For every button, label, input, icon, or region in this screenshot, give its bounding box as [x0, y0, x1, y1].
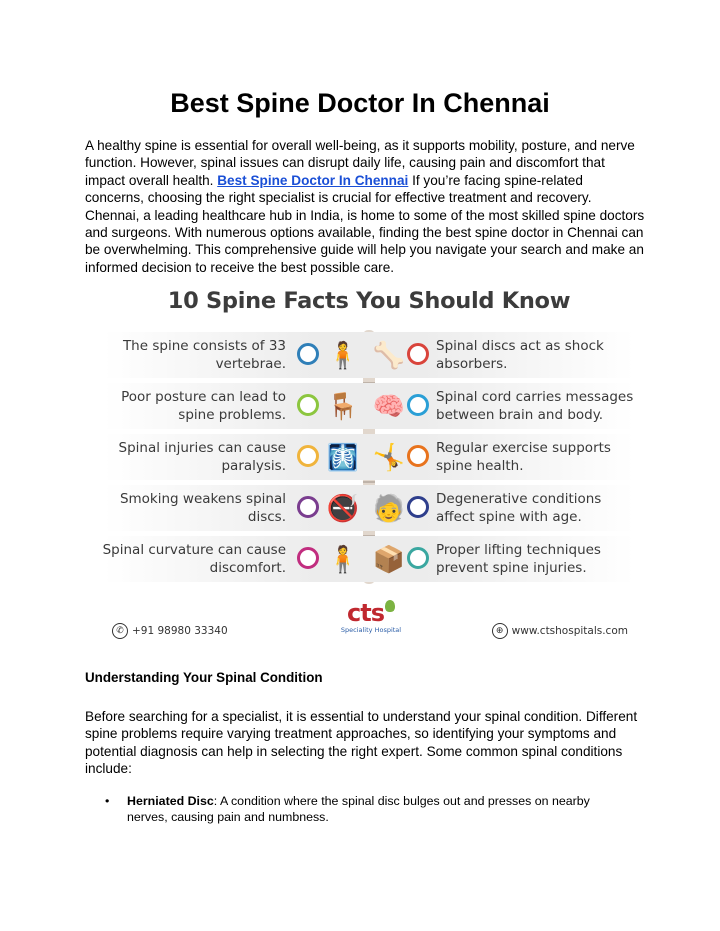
fact-left-text: Spinal injuries can cause paralysis. — [118, 440, 286, 474]
fact-ring-icon — [297, 343, 319, 365]
spine-injury-icon: 🩻 — [326, 441, 360, 472]
phone-icon: ✆ — [112, 623, 128, 639]
section-heading: Understanding Your Spinal Condition — [85, 670, 323, 685]
section-paragraph: Before searching for a specialist, it is… — [85, 709, 638, 777]
fact-row: Smoking weakens spinal discs. 🚭 🧓 Degenerat… — [104, 483, 634, 535]
desk-posture-icon: 🪑 — [326, 390, 360, 421]
no-smoking-icon: 🚭 — [326, 492, 360, 523]
fact-row-band — [104, 332, 634, 378]
fact-row: The spine consists of 33 vertebrae. 🧍 🦴 Spi… — [104, 330, 634, 382]
fact-ring-icon — [407, 547, 429, 569]
fact-row: Spinal injuries can cause paralysis. 🩻 🤸 Re… — [104, 432, 634, 484]
tree-icon — [384, 600, 395, 612]
fact-right-text: Degenerative conditions affect spine wit… — [436, 491, 602, 525]
bullet-term: Herniated Disc — [127, 794, 214, 808]
fact-ring-icon — [407, 343, 429, 365]
page-title: Best Spine Doctor In Chennai — [170, 88, 550, 118]
fact-row-band — [104, 383, 634, 429]
fact-ring-icon — [407, 394, 429, 416]
fact-row: Spinal curvature can cause discomfort. 🧍 📦… — [103, 534, 634, 586]
fact-right-text: Spinal cord carries messages between bra… — [436, 389, 634, 423]
phone-number: +91 98980 33340 — [132, 625, 228, 637]
fact-ring-icon — [297, 445, 319, 467]
fact-right-text: Spinal discs act as shock absorbers. — [436, 338, 604, 372]
person-back-pain-icon: 🧍 — [326, 339, 360, 370]
phone-contact: ✆ +91 98980 33340 — [112, 623, 228, 639]
infographic-title: 10 Spine Facts You Should Know — [167, 288, 571, 314]
intro-text-end: If you’re facing spine-related concerns,… — [85, 172, 645, 275]
fact-left-text: The spine consists of 33 vertebrae. — [122, 338, 286, 372]
fact-ring-icon — [297, 547, 319, 569]
fact-right-text: Proper lifting techniques prevent spine … — [436, 542, 601, 576]
fact-ring-icon — [407, 496, 429, 518]
fact-ring-icon — [297, 496, 319, 518]
lifting-box-icon: 📦 — [372, 543, 406, 574]
nervous-system-icon: 🧠 — [372, 390, 406, 421]
website-url: www.ctshospitals.com — [511, 625, 628, 637]
fact-row-band — [104, 485, 634, 531]
globe-icon: ⊕ — [491, 623, 508, 639]
fact-ring-icon — [297, 394, 319, 416]
website-contact: ⊕www.ctshospitals.com — [491, 623, 628, 639]
exercise-icon: 🤸 — [372, 441, 406, 472]
fact-right-text: Regular exercise supports spine health. — [436, 440, 611, 474]
intro-text-start: A healthy spine is essential for overall… — [85, 138, 635, 188]
best-spine-doctor-link[interactable]: Best Spine Doctor In Chennai — [217, 172, 409, 188]
aging-spine-icon: 🧓 — [372, 492, 406, 523]
curved-spine-icon: 🧍 — [326, 543, 360, 574]
logo-subtitle: Speciality Hospital — [340, 626, 402, 634]
cts-logo: cts Speciality Hospital — [336, 600, 406, 634]
logo-text: cts — [347, 599, 385, 627]
fact-left-text: Smoking weakens spinal discs. — [119, 491, 286, 525]
fact-row-band — [104, 434, 634, 480]
infographic-footer: ✆ +91 98980 33340 cts Speciality Hospital… — [104, 600, 634, 646]
fact-ring-icon — [407, 445, 429, 467]
bullet-icon: • — [105, 794, 110, 808]
fact-left-text: Spinal curvature can cause discomfort. — [102, 542, 286, 576]
vertebrae-icon: 🦴 — [372, 339, 406, 370]
intro-paragraph: A healthy spine is essential for overall… — [85, 137, 645, 276]
fact-left-text: Poor posture can lead to spine problems. — [121, 389, 286, 423]
fact-row-band — [104, 536, 634, 582]
fact-row: Poor posture can lead to spine problems.… — [104, 381, 634, 433]
spine-facts-infographic: 10 Spine Facts You Should Know The spine… — [103, 288, 634, 648]
bullet-description: : A condition where the spinal disc bulg… — [127, 794, 590, 824]
